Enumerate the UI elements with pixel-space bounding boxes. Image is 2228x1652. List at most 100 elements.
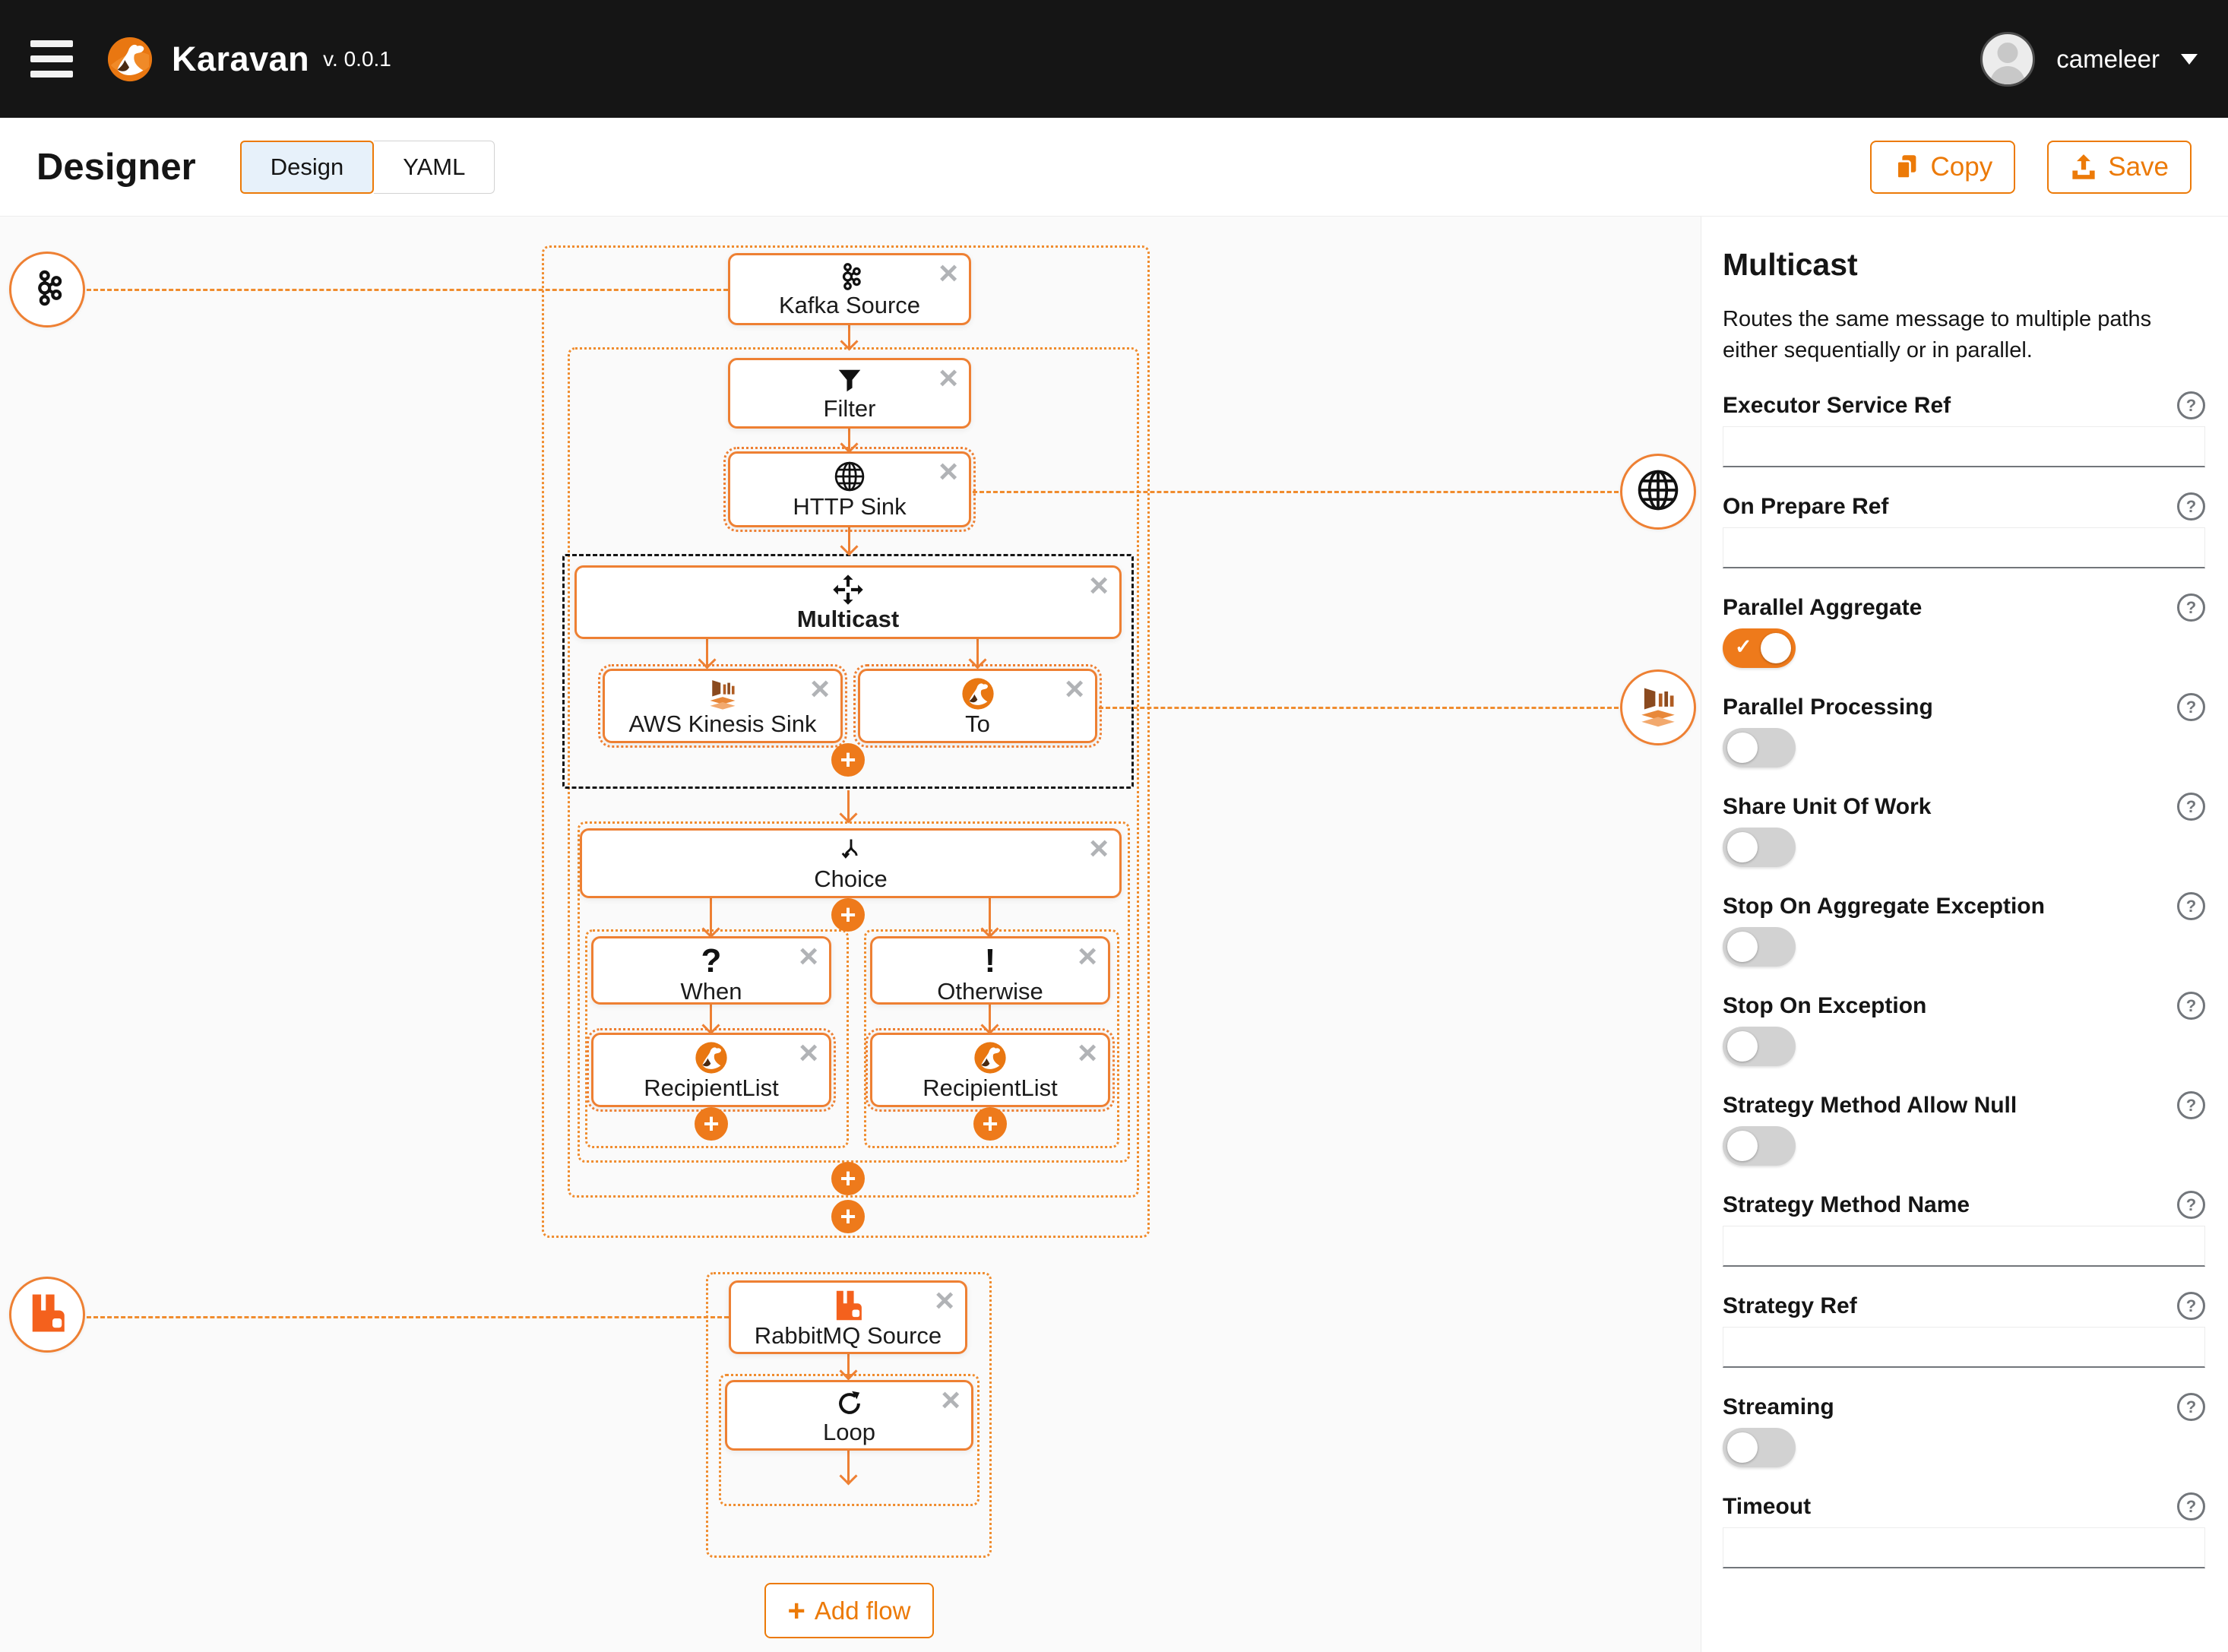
strategy-method-allow-null-toggle[interactable]: ✓ xyxy=(1723,1126,1796,1166)
close-icon[interactable]: × xyxy=(938,453,958,490)
node-when[interactable]: × ? When xyxy=(591,936,831,1005)
executor-service-ref-input[interactable] xyxy=(1723,426,2205,468)
node-to[interactable]: × To xyxy=(853,664,1102,748)
close-icon[interactable]: × xyxy=(1078,1034,1097,1071)
close-icon[interactable]: × xyxy=(938,255,958,292)
tab-yaml[interactable]: YAML xyxy=(374,140,495,194)
properties-title: Multicast xyxy=(1723,247,1858,282)
close-icon[interactable]: × xyxy=(941,1381,961,1419)
chevron-down-icon xyxy=(2181,54,2198,73)
add-step-button[interactable]: + xyxy=(831,1162,865,1195)
close-icon[interactable]: × xyxy=(799,1034,818,1071)
port-kinesis[interactable] xyxy=(1620,669,1696,745)
upload-icon xyxy=(2072,153,2095,179)
on-prepare-ref-input[interactable] xyxy=(1723,527,2205,569)
tab-design-label: Design xyxy=(270,153,344,180)
node-kafka-source[interactable]: × Kafka Source xyxy=(728,253,971,325)
node-label: Choice xyxy=(814,866,888,892)
field-label: Share Unit Of Work xyxy=(1723,793,1932,819)
close-icon[interactable]: × xyxy=(799,938,818,975)
stop-on-exception-toggle[interactable]: ✓ xyxy=(1723,1027,1796,1067)
field-label: Parallel Processing xyxy=(1723,694,1933,720)
node-recipientlist-otherwise[interactable]: × RecipientList xyxy=(866,1028,1115,1112)
close-icon[interactable]: × xyxy=(1065,670,1084,707)
help-icon[interactable]: ? xyxy=(2177,793,2205,821)
page-title: Designer xyxy=(36,146,196,188)
node-aws-kinesis-sink[interactable]: × AWS Kinesis Sink xyxy=(598,664,847,748)
field-executor-service-ref: Executor Service Ref ? xyxy=(1723,391,2205,468)
add-flow-button[interactable]: + Add flow xyxy=(764,1583,934,1638)
question-icon: ? xyxy=(701,942,722,979)
close-icon[interactable]: × xyxy=(1078,938,1097,975)
add-branch-button[interactable]: + xyxy=(831,898,865,932)
link-rabbitmq-source xyxy=(87,1316,729,1318)
port-rabbitmq[interactable] xyxy=(9,1277,85,1353)
flow-arrow xyxy=(847,1451,850,1482)
filter-icon xyxy=(835,366,864,395)
link-kinesis-sink xyxy=(1099,707,1619,709)
node-label: RabbitMQ Source xyxy=(754,1322,942,1349)
camel-icon xyxy=(961,677,995,710)
camel-icon xyxy=(695,1041,728,1074)
help-icon[interactable]: ? xyxy=(2177,693,2205,722)
rabbitmq-icon xyxy=(831,1289,865,1322)
close-icon[interactable]: × xyxy=(935,1282,954,1319)
strategy-ref-input[interactable] xyxy=(1723,1327,2205,1369)
node-filter[interactable]: × Filter xyxy=(728,358,971,429)
help-icon[interactable]: ? xyxy=(2177,992,2205,1021)
streaming-toggle[interactable]: ✓ xyxy=(1723,1428,1796,1468)
node-rabbitmq-source[interactable]: × RabbitMQ Source xyxy=(729,1280,967,1354)
field-label: Parallel Aggregate xyxy=(1723,594,1923,620)
add-step-button[interactable]: + xyxy=(831,743,865,777)
globe-icon xyxy=(1635,467,1681,517)
save-button[interactable]: Save xyxy=(2047,140,2192,194)
menu-icon[interactable] xyxy=(30,40,73,78)
node-recipientlist-when[interactable]: × RecipientList xyxy=(587,1028,836,1112)
add-step-button[interactable]: + xyxy=(973,1107,1007,1141)
tab-design[interactable]: Design xyxy=(239,140,375,194)
strategy-method-name-input[interactable] xyxy=(1723,1226,2205,1267)
copy-button[interactable]: Copy xyxy=(1869,140,2016,194)
field-label: Strategy Method Allow Null xyxy=(1723,1092,2018,1118)
close-icon[interactable]: × xyxy=(1089,567,1109,604)
node-http-sink[interactable]: × HTTP Sink xyxy=(723,447,976,532)
help-icon[interactable]: ? xyxy=(2177,1191,2205,1220)
avatar xyxy=(1980,31,2036,87)
app-version: v. 0.0.1 xyxy=(323,46,391,71)
share-unit-of-work-toggle[interactable]: ✓ xyxy=(1723,828,1796,868)
help-icon[interactable]: ? xyxy=(2177,593,2205,622)
close-icon[interactable]: × xyxy=(810,670,830,707)
help-icon[interactable]: ? xyxy=(2177,492,2205,521)
close-icon[interactable]: × xyxy=(1089,830,1109,867)
node-choice[interactable]: × Choice xyxy=(580,828,1122,898)
add-step-button[interactable]: + xyxy=(695,1107,728,1141)
parallel-processing-toggle[interactable]: ✓ xyxy=(1723,728,1796,768)
flow-arrow xyxy=(706,639,708,666)
help-icon[interactable]: ? xyxy=(2177,391,2205,420)
help-icon[interactable]: ? xyxy=(2177,1091,2205,1120)
add-step-button[interactable]: + xyxy=(831,1200,865,1233)
check-icon: ✓ xyxy=(1735,635,1752,659)
help-icon[interactable]: ? xyxy=(2177,892,2205,921)
help-icon[interactable]: ? xyxy=(2177,1393,2205,1422)
help-icon[interactable]: ? xyxy=(2177,1292,2205,1321)
timeout-input[interactable] xyxy=(1723,1527,2205,1569)
flow-arrow xyxy=(710,898,712,935)
port-kafka[interactable] xyxy=(9,252,85,328)
stop-on-aggregate-exception-toggle[interactable]: ✓ xyxy=(1723,927,1796,967)
flow-arrow xyxy=(847,790,850,820)
help-icon[interactable]: ? xyxy=(2177,1492,2205,1521)
app-header: Karavan v. 0.0.1 cameleer xyxy=(0,0,2228,118)
node-otherwise[interactable]: × ! Otherwise xyxy=(870,936,1110,1005)
user-menu[interactable]: cameleer xyxy=(1980,31,2198,87)
plus-icon: + xyxy=(840,1201,856,1232)
tab-yaml-label: YAML xyxy=(403,153,466,180)
port-http[interactable] xyxy=(1620,454,1696,530)
node-loop[interactable]: × Loop xyxy=(725,1380,973,1451)
link-http-sink xyxy=(973,491,1619,493)
field-label: On Prepare Ref xyxy=(1723,493,1889,519)
node-multicast[interactable]: × Multicast xyxy=(574,565,1122,639)
parallel-aggregate-toggle[interactable]: ✓ xyxy=(1723,628,1796,669)
choice-branch-icon xyxy=(837,837,866,866)
close-icon[interactable]: × xyxy=(938,359,958,397)
